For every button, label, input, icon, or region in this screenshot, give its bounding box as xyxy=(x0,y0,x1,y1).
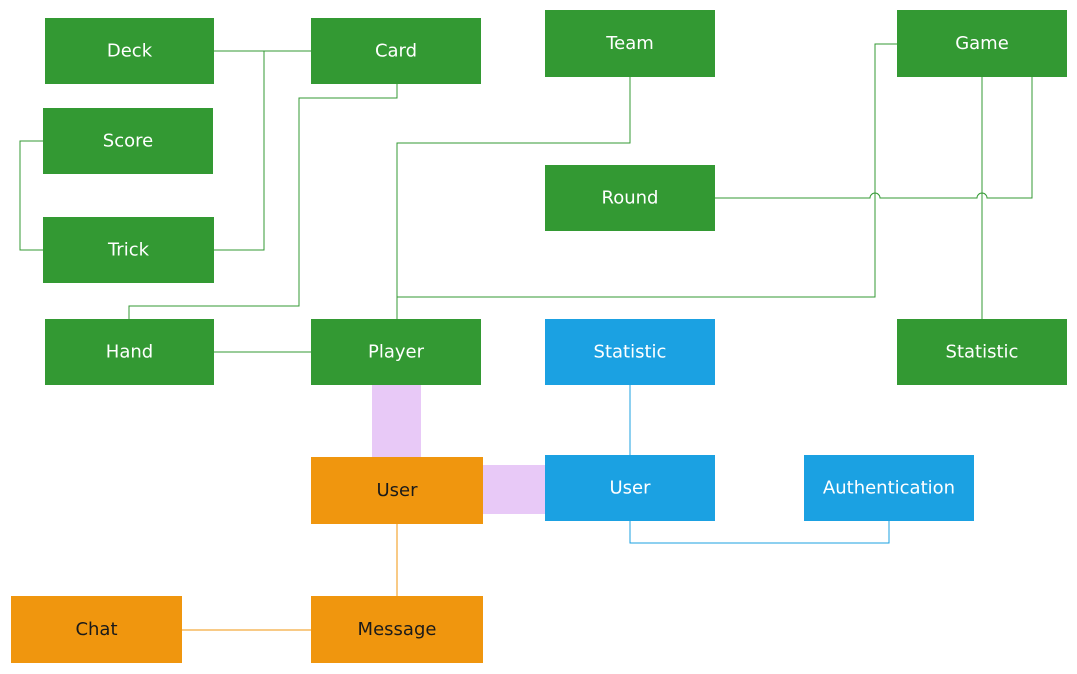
node-message[interactable]: Message xyxy=(311,596,483,663)
node-user-blue-label: User xyxy=(609,478,651,499)
node-hand[interactable]: Hand xyxy=(45,319,214,385)
node-team[interactable]: Team xyxy=(545,10,715,77)
node-player[interactable]: Player xyxy=(311,319,481,385)
node-game[interactable]: Game xyxy=(897,10,1067,77)
connector-trick-card xyxy=(214,51,265,251)
node-chat-label: Chat xyxy=(75,619,117,640)
node-user-blue[interactable]: User xyxy=(545,455,715,521)
node-hand-label: Hand xyxy=(106,342,153,363)
connector-team-player xyxy=(396,77,631,319)
link-player-user-bridge xyxy=(372,385,421,457)
node-card[interactable]: Card xyxy=(311,18,481,84)
node-trick-label: Trick xyxy=(107,240,150,261)
connector-game-player xyxy=(397,43,897,298)
node-trick[interactable]: Trick xyxy=(43,217,214,283)
node-user-orange-label: User xyxy=(376,480,418,501)
node-authentication[interactable]: Authentication xyxy=(804,455,974,521)
node-authentication-label: Authentication xyxy=(823,478,955,499)
node-team-label: Team xyxy=(605,33,654,54)
node-chat[interactable]: Chat xyxy=(11,596,182,663)
node-statistic-green-label: Statistic xyxy=(946,342,1019,363)
node-statistic-blue-label: Statistic xyxy=(594,342,667,363)
node-user-orange[interactable]: User xyxy=(311,457,483,524)
node-round[interactable]: Round xyxy=(545,165,715,231)
node-statistic-blue[interactable]: Statistic xyxy=(545,319,715,385)
connector-card-hand xyxy=(128,84,398,319)
node-player-label: Player xyxy=(368,342,425,363)
link-user-user-bridge xyxy=(483,465,545,514)
node-game-label: Game xyxy=(955,33,1009,54)
node-score[interactable]: Score xyxy=(43,108,213,174)
node-deck-label: Deck xyxy=(107,41,153,62)
node-message-label: Message xyxy=(358,619,437,640)
connector-user-authentication xyxy=(629,521,890,544)
node-deck[interactable]: Deck xyxy=(45,18,214,84)
connector-score-trick xyxy=(19,140,43,251)
connector-round-game xyxy=(715,77,1033,199)
node-card-label: Card xyxy=(375,41,417,62)
node-round-label: Round xyxy=(602,188,659,209)
node-score-label: Score xyxy=(103,131,153,152)
node-statistic-green[interactable]: Statistic xyxy=(897,319,1067,385)
